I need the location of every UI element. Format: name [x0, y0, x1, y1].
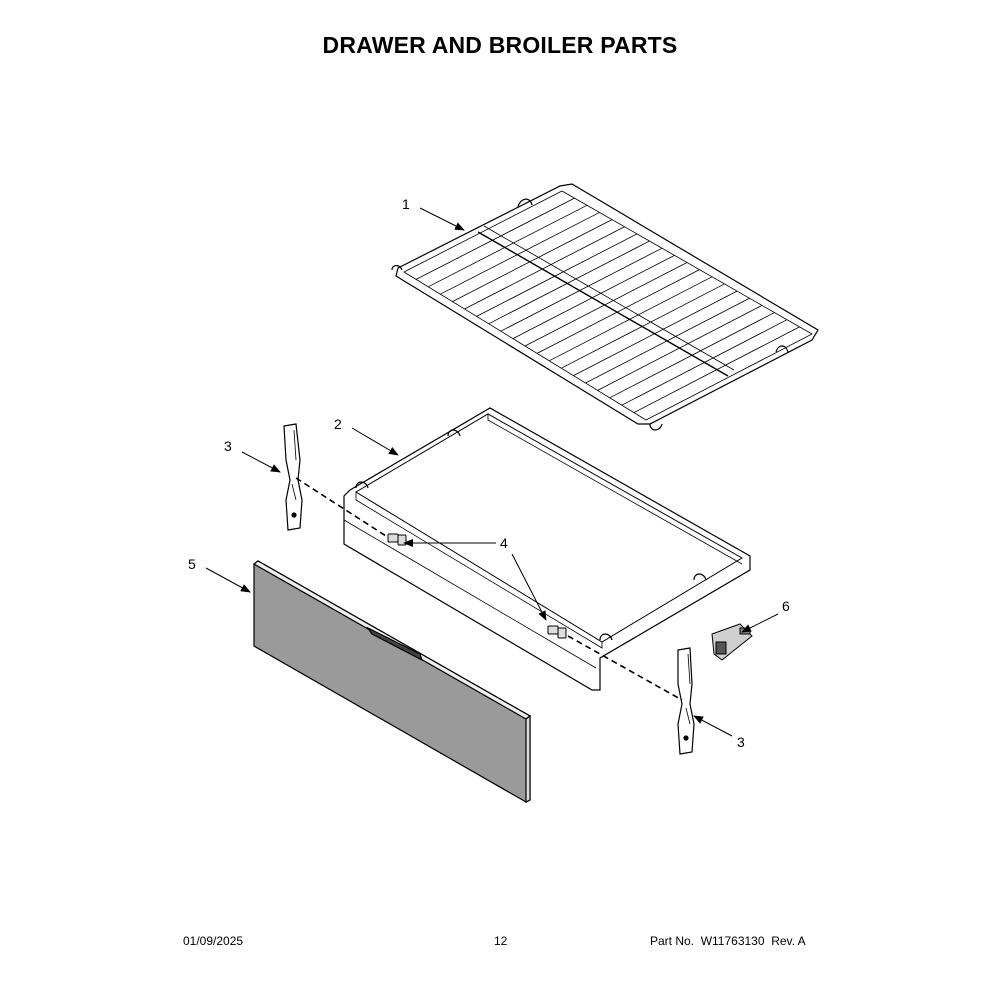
callout-6: 6	[782, 598, 790, 614]
drawer-slide-right	[677, 647, 695, 755]
callout-5: 5	[188, 556, 196, 572]
drawer-pan	[343, 407, 751, 691]
rack-wire	[561, 283, 725, 369]
rack-wire	[428, 204, 588, 288]
leader-lines	[205, 207, 779, 737]
footer-part-info: Part No. W11763130 Rev. A	[650, 934, 806, 948]
rack-wire	[585, 297, 750, 384]
rack-wire	[621, 319, 788, 406]
footer-date: 01/09/2025	[183, 934, 244, 948]
rack-wire	[597, 305, 763, 391]
part-label: Part No.	[650, 934, 695, 948]
rev-value: A	[797, 934, 806, 948]
rack-wire	[609, 312, 775, 399]
drawer-front-panel	[252, 560, 532, 803]
rack-wire	[633, 326, 800, 413]
rack-wire	[536, 269, 700, 354]
drawer-slide-left	[283, 423, 303, 531]
part-number: W11763130	[700, 934, 765, 948]
footer-page-number: 12	[494, 934, 508, 948]
rack-wire	[573, 290, 738, 376]
callout-3-left: 3	[224, 438, 232, 454]
rack-wire	[440, 212, 600, 295]
rack-wire	[452, 219, 613, 302]
rack-wire	[524, 262, 688, 347]
callout-1: 1	[402, 196, 410, 212]
callout-4: 4	[500, 535, 508, 551]
rack-wire	[415, 197, 575, 280]
page-title: DRAWER AND BROILER PARTS	[322, 32, 678, 58]
rev-label: Rev.	[771, 934, 795, 948]
callout-3-right: 3	[737, 734, 745, 750]
rack-wire	[476, 233, 638, 317]
rack-wire	[549, 276, 713, 362]
drawer-switch	[711, 623, 753, 661]
callout-2: 2	[334, 416, 342, 432]
oven-rack	[391, 183, 819, 431]
alignment-lines	[295, 477, 683, 701]
rack-wire	[512, 254, 675, 339]
screw-right	[547, 625, 567, 639]
rack-wire	[464, 226, 625, 310]
rack-wire	[488, 240, 650, 325]
rack-wire	[500, 247, 663, 332]
